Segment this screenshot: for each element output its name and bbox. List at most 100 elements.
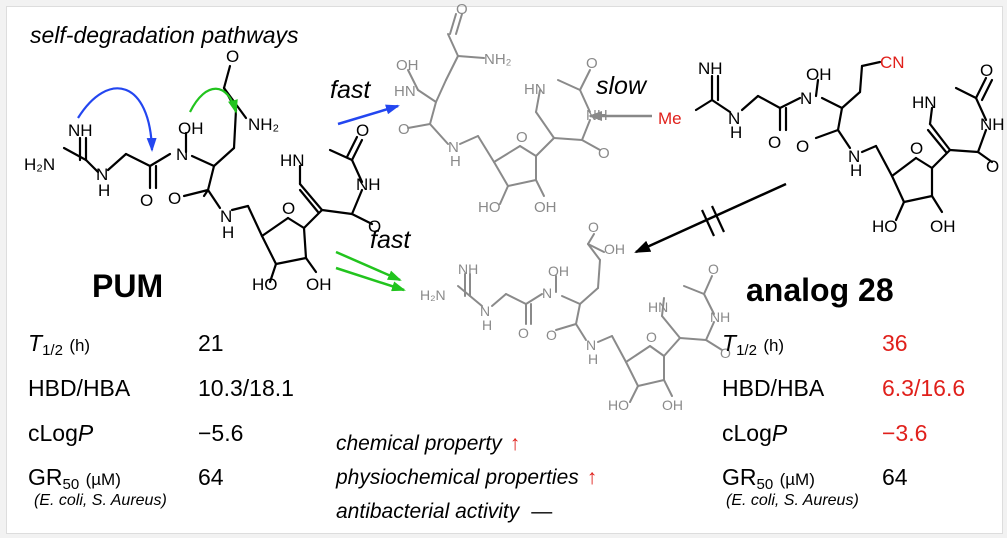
analog-organisms: (E. coli, S. Aureus) [726,492,859,509]
analog-label-me: Me [658,109,682,128]
bottom-label-oh2: OH [604,241,625,257]
bottom-label-nh2: NH [710,309,730,325]
bottom-label-ho: HO [608,397,629,413]
analog-label-h: H [730,123,742,142]
top-label-hn2: HN [524,81,546,98]
fast-label-top: fast [330,76,371,104]
analog-label-ho: HO [872,217,898,236]
figure-panel [6,6,1003,534]
analog-thalf-label: T1/2 (h) [722,330,785,359]
bottom-label-o3: O [546,327,557,343]
blue-curved-arrow [77,87,157,152]
pum-label-nh: NH [356,175,381,194]
pum-structure [62,64,374,284]
top-label-o2: O [398,121,410,138]
analog-label-n2: N [800,89,812,108]
analog-clogp-label: cLogP [722,420,788,446]
green-fast-arrow-1 [335,250,402,282]
top-product-structure [407,13,601,205]
top-label-o1: O [456,1,468,18]
analog-label-hn: HN [912,93,937,112]
pum-label-h: H [98,181,110,200]
fast-label-bottom: fast [370,226,411,254]
figure-title: self-degradation pathways [30,22,299,48]
pum-label-h2: H [222,223,234,242]
pum-label-n2: N [176,145,188,164]
analog-gr50-label: GR50 (µM) [722,464,815,493]
pum-clogp-label: cLogP [28,420,94,446]
pum-label-nh: NH [68,121,93,140]
pum-hbdhba-value: 10.3/18.1 [198,375,294,401]
analog-label-oh2: OH [930,217,956,236]
blocked-arrow-hatch-2 [711,205,725,233]
green-fast-arrow-2 [335,266,406,292]
pum-gr50-value: 64 [198,464,224,490]
pum-label-o6: O [368,217,381,236]
analog-label-nh: NH [698,59,723,78]
pum-label-nh2: NH₂ [248,115,279,134]
analog-structure [694,60,994,222]
analog-atom-labels: Me NH N H OH N O CN O N H O HN NH O O HO… [658,53,1005,236]
bottom-label-o4: O [646,329,657,345]
dash-icon: — [531,500,553,523]
bottom-label-oh3: OH [662,397,683,413]
blocked-arrow-hatch-1 [701,209,715,237]
analog-label-h2: H [850,161,862,180]
bottom-product-labels: NH H₂N N H OH N O O OH O N H O HN NH O O… [420,219,731,413]
blue-fast-arrow [337,104,400,126]
analog-label-o4: O [980,61,993,80]
analog-label-o2: O [796,137,809,156]
pum-label-ho: HO [252,275,278,294]
analog-label-o5: O [986,157,999,176]
pum-label-o2: O [226,47,239,66]
bottom-label-o5: O [708,261,719,277]
pum-name: PUM [92,268,164,304]
pum-organisms: (E. coli, S. Aureus) [34,492,167,509]
bottom-label-oh: OH [548,263,569,279]
pum-thalf-label: T1/2 (h) [28,330,91,359]
top-label-ho: HO [478,199,501,216]
analog-label-n3: N [848,147,860,166]
pum-thalf-value: 21 [198,330,224,356]
top-label-h: H [450,153,461,170]
bottom-label-hn: HN [648,299,668,315]
pum-label-oh2: OH [306,275,332,294]
bottom-label-n3: N [586,337,596,353]
pum-label-n: N [96,165,108,184]
green-curved-arrow [189,87,238,114]
bottom-label-o6: O [720,345,731,361]
analog-hbdhba-value: 6.3/16.6 [882,375,966,401]
pum-label-hn: HN [280,151,305,170]
analog-name: analog 28 [746,272,894,308]
bottom-label-o1: O [518,325,529,341]
top-label-o5: O [598,145,610,162]
pum-label-o1: O [140,191,153,210]
analog-label-cn: CN [880,53,905,72]
pum-label-oh: OH [178,119,204,138]
top-label-oh2: OH [534,199,557,216]
slow-label: slow [596,72,647,100]
up-arrow-icon: ↑ [509,432,521,455]
analog-label-n: N [728,109,740,128]
top-label-nh2: NH₂ [484,51,512,68]
bottom-label-h2n: H₂N [420,287,446,303]
bottom-label-nh: NH [458,261,478,277]
top-label-hn: HN [394,83,416,100]
pum-label-o4: O [282,199,295,218]
pum-clogp-value: −5.6 [198,420,244,446]
pum-hbdhba-label: HBD/HBA [28,375,131,401]
bottom-label-h2: H [588,351,598,367]
pum-label-h2n: H₂N [24,155,55,174]
up-arrow-icon: ↑ [586,466,598,489]
bottom-label-o2: O [588,219,599,235]
analog-label-o3: O [910,139,923,158]
analog-clogp-value: −3.6 [882,420,928,446]
bottom-product-structure [457,233,723,403]
analog-gr50-value: 64 [882,464,908,490]
pum-label-n3: N [220,207,232,226]
bottom-label-h: H [482,317,492,333]
pum-gr50-label: GR50 (µM) [28,464,121,493]
summary-physiochemical: physiochemical properties↑ [336,466,598,489]
